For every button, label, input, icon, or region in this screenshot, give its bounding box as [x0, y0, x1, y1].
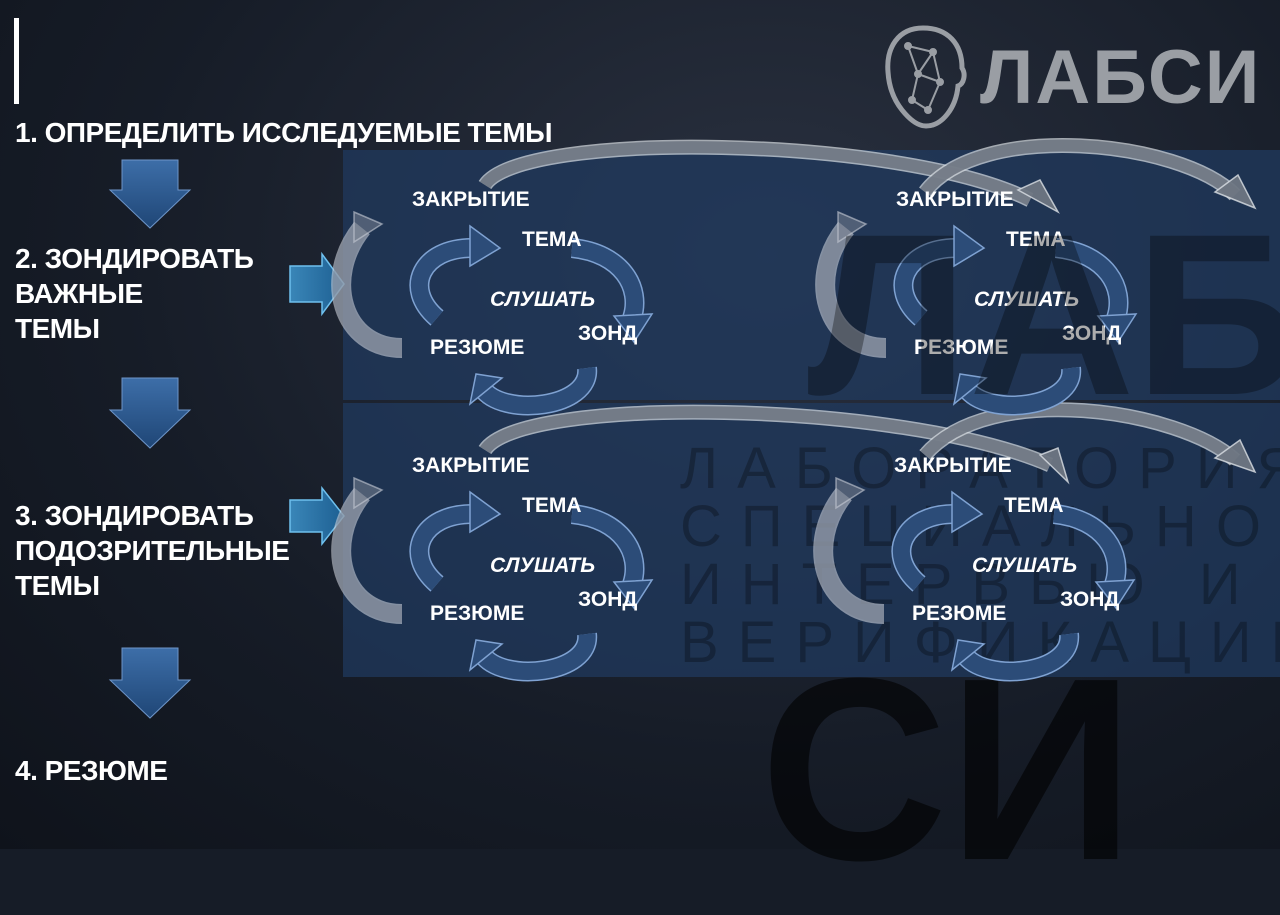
step-line: ТЕМЫ: [15, 570, 100, 601]
head-network-icon: [885, 25, 967, 129]
step-line: 3. ЗОНДИРОВАТЬ: [15, 500, 254, 531]
watermark-big-bottom: СИ: [760, 625, 1135, 915]
step-line: ВАЖНЫЕ: [15, 278, 143, 309]
watermark-big-top: ЛАБ: [807, 186, 1280, 443]
logo: ЛАБСИ: [878, 22, 1261, 132]
step-line: ТЕМЫ: [15, 313, 100, 344]
step-line: ПОДОЗРИТЕЛЬНЫЕ: [15, 535, 290, 566]
step-1-define-topics: 1. ОПРЕДЕЛИТЬ ИССЛЕДУЕМЫЕ ТЕМЫ: [15, 117, 553, 148]
step-3-probe-suspicious: 3. ЗОНДИРОВАТЬ ПОДОЗРИТЕЛЬНЫЕ ТЕМЫ: [15, 498, 290, 603]
step-2-probe-important: 2. ЗОНДИРОВАТЬ ВАЖНЫЕ ТЕМЫ: [15, 241, 254, 346]
step-line: 2. ЗОНДИРОВАТЬ: [15, 243, 254, 274]
step-4-summary: 4. РЕЗЮМЕ: [15, 755, 168, 786]
watermark-lines: ЛАБОРАТОРИЯ СПЕЦИАЛЬНОГО ИНТЕРВЬЮ И ВЕРИ…: [680, 440, 1280, 672]
watermark-line: ЛАБОРАТОРИЯ: [680, 436, 1280, 501]
accent-bar: [14, 18, 19, 104]
watermark-line: СПЕЦИАЛЬНОГО: [680, 494, 1280, 559]
watermark-line: ИНТЕРВЬЮ И: [680, 552, 1260, 617]
logo-text: ЛАБСИ: [980, 34, 1262, 120]
watermark-line: ВЕРИФИКАЦИИ: [680, 610, 1280, 675]
